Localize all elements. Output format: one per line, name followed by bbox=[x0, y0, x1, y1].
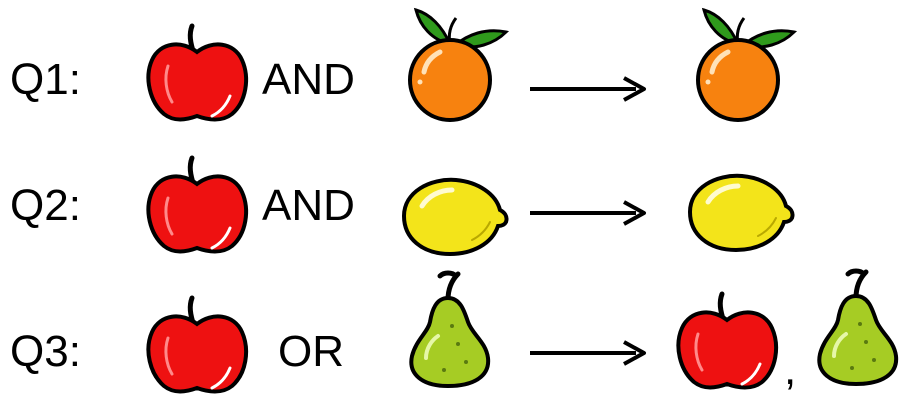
orange-icon bbox=[678, 4, 808, 124]
apple-icon bbox=[142, 294, 252, 394]
query-label: Q3: bbox=[10, 327, 81, 376]
operator-label: OR bbox=[278, 327, 344, 376]
apple-icon bbox=[142, 22, 252, 122]
query-label: Q2: bbox=[10, 181, 81, 230]
lemon-icon bbox=[392, 170, 512, 260]
operator-label: AND bbox=[262, 181, 355, 230]
arrow-icon bbox=[528, 198, 648, 228]
query-row-q2: Q2: AND bbox=[0, 140, 904, 260]
query-row-q1: Q1: AND bbox=[0, 0, 904, 120]
result-separator: , bbox=[784, 345, 797, 394]
operator-label: AND bbox=[262, 55, 355, 104]
arrow-icon bbox=[528, 338, 648, 368]
lemon-icon bbox=[678, 166, 798, 256]
query-row-q3: Q3: OR , bbox=[0, 266, 904, 386]
pear-icon bbox=[400, 270, 500, 390]
pear-icon bbox=[808, 268, 904, 388]
apple-icon bbox=[142, 154, 252, 254]
arrow-icon bbox=[528, 74, 648, 104]
orange-icon bbox=[390, 4, 520, 124]
query-label: Q1: bbox=[10, 55, 81, 104]
apple-icon bbox=[672, 290, 782, 390]
